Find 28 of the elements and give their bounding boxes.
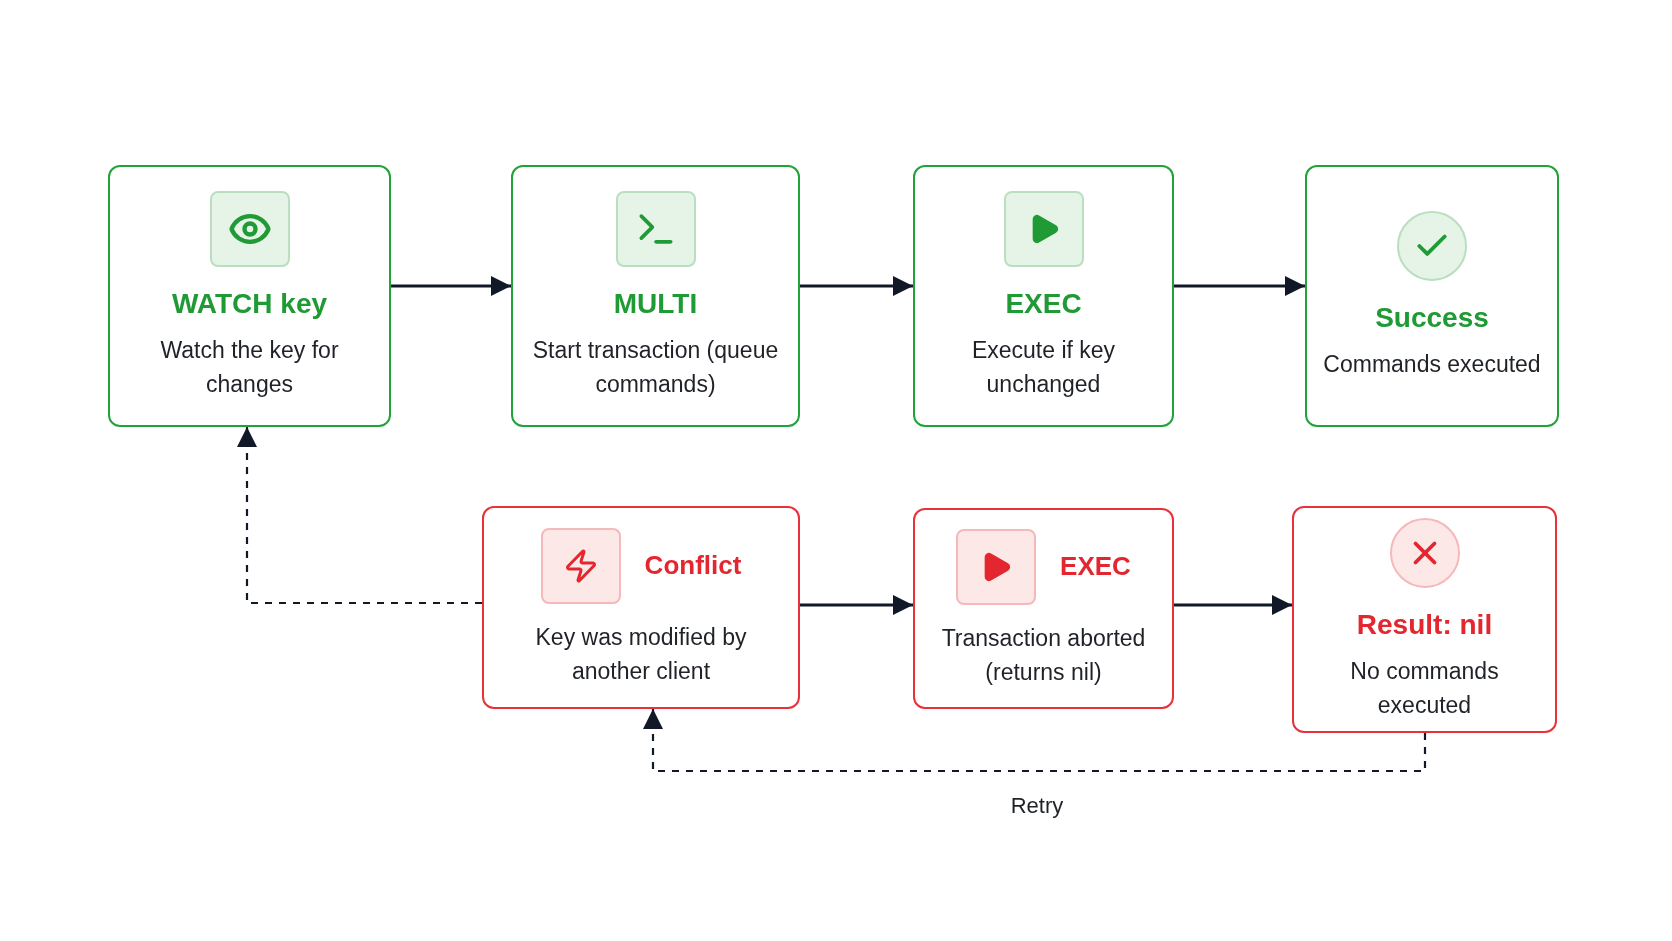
step-description: No commands executed	[1349, 656, 1500, 720]
step-title: WATCH key	[171, 287, 328, 321]
step-title: Conflict	[644, 549, 742, 582]
step-box	[108, 165, 391, 427]
step-box	[913, 165, 1174, 427]
step-description: Transaction aborted (returns nil)	[940, 623, 1147, 687]
step-title: Success	[1375, 301, 1489, 335]
step-box	[482, 506, 800, 709]
arrow	[1174, 595, 1292, 615]
dashed-arrow	[237, 427, 482, 605]
step-title: Result: nil	[1356, 607, 1493, 642]
arrow	[800, 595, 913, 615]
step-description: Execute if key unchanged	[970, 336, 1117, 399]
arrow	[391, 276, 511, 296]
step-title: EXEC	[1005, 287, 1082, 321]
dashed-arrow	[643, 709, 1427, 773]
arrow	[800, 276, 913, 296]
step-box	[511, 165, 800, 427]
step-description: Key was modified by another client	[534, 622, 748, 686]
step-title: MULTI	[613, 287, 698, 321]
step-description: Start transaction (queue commands)	[531, 336, 780, 399]
step-box	[1292, 506, 1557, 733]
arrow	[1174, 276, 1305, 296]
step-box	[1305, 165, 1559, 427]
step-box	[913, 508, 1174, 709]
step-description: Commands executed	[1322, 350, 1542, 379]
step-title: EXEC	[1060, 550, 1131, 583]
step-description: Watch the key for changes	[159, 336, 340, 399]
